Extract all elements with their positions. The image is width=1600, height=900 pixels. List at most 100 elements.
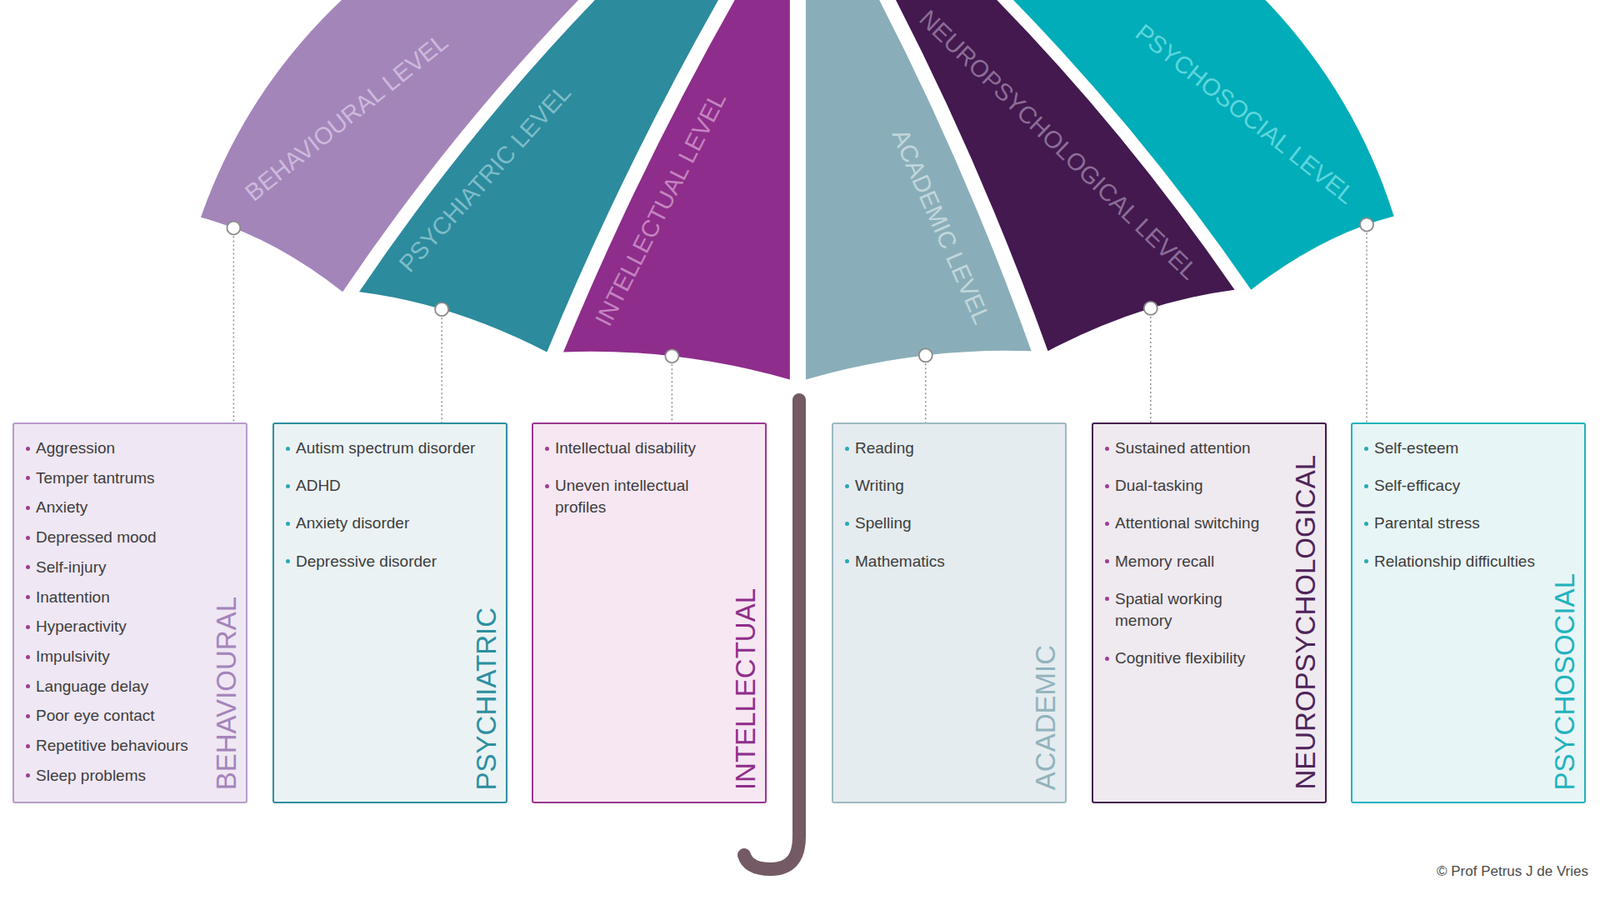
bullet-dot [25, 684, 30, 689]
panel-fill [1013, 0, 1395, 290]
bullet-dot [285, 446, 290, 451]
list-item: Impulsivity [25, 645, 198, 668]
panel-label: ACADEMIC LEVEL [887, 125, 994, 328]
list-item-text: Anxiety [35, 498, 88, 516]
bullet-dot [25, 714, 30, 719]
bullet-dot [25, 505, 30, 510]
bullet-dot [1105, 596, 1110, 601]
bullet-dot [1105, 521, 1110, 526]
category-box: AggressionTemper tantrumsAnxietyDepresse… [12, 422, 248, 804]
umbrella-panel: NEUROPSYCHOLOGICAL LEVEL [895, 0, 1235, 351]
bullet-dot [845, 446, 850, 451]
bullet-dot [545, 484, 550, 489]
leader-line [1365, 225, 1368, 423]
list-item-text: Autism spectrum disorder [295, 439, 475, 457]
panel-fill [563, 0, 790, 380]
bullet-dot [25, 655, 30, 660]
bullet-dot [285, 521, 290, 526]
bullet-dot [545, 446, 550, 451]
list-item: Intellectual disability [545, 437, 717, 460]
category-box: Self-esteemSelf-efficacyParental stressR… [1350, 422, 1586, 804]
leader-dot [919, 348, 933, 362]
list-item-text: Hyperactivity [35, 617, 127, 635]
list-item: Repetitive behaviours [25, 735, 198, 757]
panel-label: NEUROPSYCHOLOGICAL LEVEL [915, 5, 1202, 285]
list-item: Writing [845, 475, 1017, 497]
list-item-text: Intellectual disability [555, 439, 696, 457]
umbrella-panel: PSYCHIATRIC LEVEL [359, 0, 719, 352]
category-box: ReadingWritingSpellingMathematicsACADEMI… [831, 422, 1067, 804]
list-item: Dual-tasking [1105, 475, 1277, 497]
list-item-text: Attentional switching [1115, 514, 1260, 532]
list-item-text: Inattention [35, 588, 110, 606]
list-item: Attentional switching [1105, 512, 1277, 535]
leader-dot [665, 349, 679, 363]
list-item-text: Language delay [35, 677, 149, 695]
panel-shape [805, 0, 1032, 380]
panel-fill [200, 0, 579, 292]
list-item-text: Temper tantrums [35, 469, 155, 487]
list-item: Temper tantrums [25, 467, 198, 490]
list-item-text: Self-efficacy [1374, 476, 1460, 495]
bullet-dot [845, 559, 850, 564]
list-item: Language delay [25, 675, 198, 698]
box-heading: BEHAVIOURAL [212, 596, 240, 790]
list-item: Reading [845, 437, 1017, 460]
list-item-text: Spatial working memory [1115, 590, 1223, 630]
panel-fill [359, 0, 719, 352]
leader-line [440, 309, 443, 423]
bullet-dot [25, 625, 30, 630]
bullet-dot [1105, 484, 1110, 489]
bullet-dot [285, 484, 290, 489]
list-item-text: Aggression [35, 439, 115, 457]
leader-line [1150, 308, 1152, 423]
list-item: Relationship difficulties [1364, 550, 1578, 573]
list-item-text: Self-injury [35, 558, 106, 576]
list-item-text: Mathematics [855, 552, 945, 570]
list-item-text: Sleep problems [35, 766, 146, 785]
panel-fill [805, 0, 1032, 380]
list-item-text: Anxiety disorder [295, 514, 410, 532]
list-item-text: Impulsivity [35, 647, 110, 665]
umbrella-panel: ACADEMIC LEVEL [805, 0, 1032, 380]
list-item: Uneven intellectual profiles [545, 475, 717, 519]
list-item: Self-esteem [1364, 437, 1578, 460]
bullet-dot [25, 475, 30, 480]
umbrella-panel: PSYCHOSOCIAL LEVEL [1013, 0, 1395, 290]
panel-shape [895, 0, 1235, 351]
box-heading: PSYCHIATRIC [472, 607, 500, 790]
list-item-text: Memory recall [1115, 552, 1215, 570]
box-heading: INTELLECTUAL [731, 588, 760, 790]
bullet-dot [25, 773, 30, 778]
bullet-dot [25, 565, 30, 570]
list-item: Self-efficacy [1364, 475, 1578, 497]
list-item-text: Writing [855, 476, 905, 495]
list-item: Anxiety disorder [285, 512, 500, 535]
list-item: Depressive disorder [285, 550, 500, 573]
list-item: Poor eye contact [25, 705, 198, 727]
umbrella-panel: INTELLECTUAL LEVEL [563, 0, 790, 380]
panel-label: BEHAVIOURAL LEVEL [241, 29, 453, 205]
list-item-text: Depressed mood [35, 528, 157, 546]
bullet-dot [1364, 484, 1369, 489]
panel-shape [563, 0, 790, 380]
umbrella-panel: BEHAVIOURAL LEVEL [200, 0, 579, 292]
category-box: Autism spectrum disorderADHDAnxiety diso… [272, 422, 508, 804]
list-item: Mathematics [845, 550, 1017, 573]
panel-shape [200, 0, 579, 292]
category-box: Sustained attentionDual-taskingAttention… [1091, 422, 1327, 804]
list-item-text: Self-esteem [1374, 439, 1459, 457]
leader-dot [435, 302, 449, 316]
bullet-dot [285, 559, 290, 564]
list-item: Depressed mood [25, 526, 198, 549]
bullet-dot [25, 744, 30, 749]
list-item-text: Repetitive behaviours [35, 736, 189, 755]
box-heading: ACADEMIC [1031, 645, 1060, 790]
list-item: Hyperactivity [25, 615, 198, 638]
panel-shape [359, 0, 719, 352]
list-item: Autism spectrum disorder [285, 437, 500, 460]
list-item: Spatial working memory [1105, 588, 1277, 632]
